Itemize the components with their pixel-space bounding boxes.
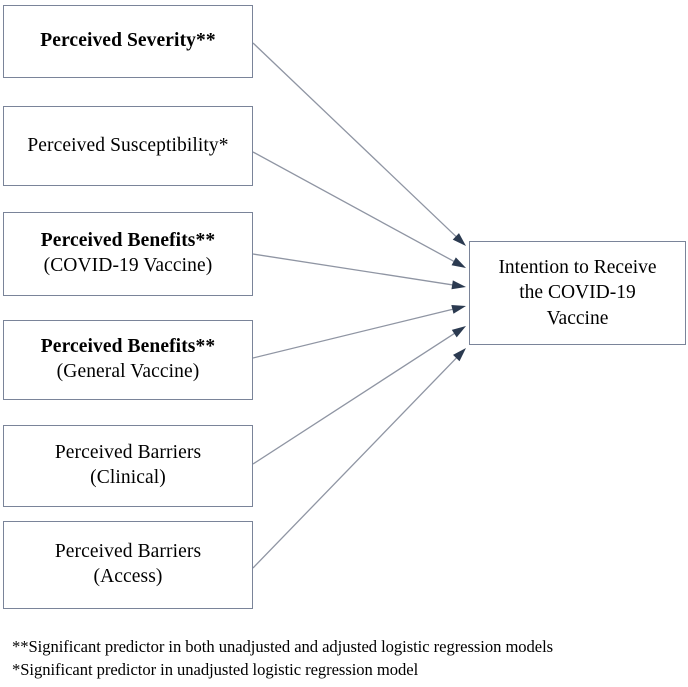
arrow-line-perceived-barriers-access bbox=[252, 355, 459, 569]
arrow-head-perceived-benefits-general bbox=[451, 304, 466, 314]
outcome-label-line2: the COVID-19 bbox=[519, 282, 636, 304]
predictor-box-perceived-benefits-covid[interactable]: Perceived Benefits** (COVID-19 Vaccine) bbox=[3, 212, 253, 296]
arrow-head-perceived-barriers-access bbox=[453, 348, 466, 362]
arrow-head-perceived-barriers-clinical bbox=[451, 326, 466, 338]
footnote-block: **Significant predictor in both unadjust… bbox=[12, 636, 672, 681]
predictor-box-perceived-barriers-clinical[interactable]: Perceived Barriers (Clinical) bbox=[3, 425, 253, 507]
predictor-box-perceived-susceptibility[interactable]: Perceived Susceptibility* bbox=[3, 106, 253, 186]
predictor-label-line2: (Clinical) bbox=[90, 467, 166, 488]
footnote-double-asterisk: **Significant predictor in both unadjust… bbox=[12, 637, 554, 656]
predictor-label-line1: Perceived Barriers bbox=[54, 541, 202, 563]
predictor-label-line1: Perceived Severity** bbox=[40, 30, 216, 52]
outcome-label-line1: Intention to Receive bbox=[498, 256, 657, 278]
arrow-head-perceived-benefits-covid bbox=[451, 280, 466, 290]
outcome-box-intention-to-receive[interactable]: Intention to Receive the COVID-19 Vaccin… bbox=[469, 241, 686, 345]
predictor-box-perceived-severity[interactable]: Perceived Severity** bbox=[3, 5, 253, 78]
predictor-label-line2: (COVID-19 Vaccine) bbox=[43, 255, 213, 276]
arrow-head-perceived-severity bbox=[452, 233, 466, 246]
predictor-label-line2: (General Vaccine) bbox=[56, 361, 200, 382]
arrow-line-perceived-benefits-general bbox=[252, 307, 456, 359]
predictor-label-line2: (Access) bbox=[93, 566, 163, 587]
predictor-box-perceived-barriers-access[interactable]: Perceived Barriers (Access) bbox=[3, 521, 253, 609]
arrow-line-perceived-severity bbox=[252, 42, 459, 239]
predictor-label-line1: Perceived Susceptibility* bbox=[27, 134, 229, 156]
arrow-head-perceived-susceptibility bbox=[451, 257, 466, 268]
predictor-label-line1: Perceived Benefits** bbox=[40, 230, 216, 252]
arrow-line-perceived-barriers-clinical bbox=[252, 331, 458, 465]
predictor-label-line1: Perceived Barriers bbox=[54, 442, 202, 464]
outcome-label-line3: Vaccine bbox=[546, 307, 609, 329]
predictor-label-line1: Perceived Benefits** bbox=[40, 336, 216, 358]
predictor-box-perceived-benefits-general[interactable]: Perceived Benefits** (General Vaccine) bbox=[3, 320, 253, 400]
footnote-single-asterisk: *Significant predictor in unadjusted log… bbox=[12, 659, 419, 679]
arrow-line-perceived-susceptibility bbox=[252, 151, 457, 264]
arrow-line-perceived-benefits-covid bbox=[252, 253, 456, 286]
